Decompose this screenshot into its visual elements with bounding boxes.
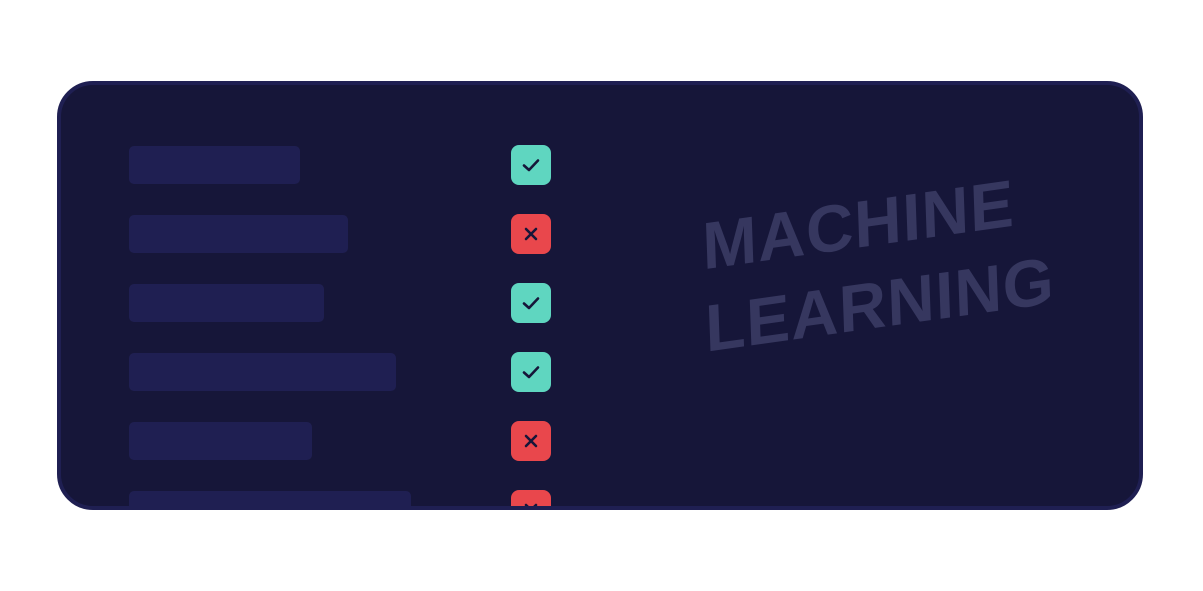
check-icon (521, 155, 541, 175)
check-icon (521, 293, 541, 313)
x-icon (521, 431, 541, 451)
fail-badge (511, 214, 551, 254)
placeholder-bar (129, 491, 411, 506)
pass-badge (511, 352, 551, 392)
list-item (61, 283, 1139, 323)
list-item (61, 490, 1139, 506)
list-item (61, 421, 1139, 461)
fail-badge (511, 490, 551, 506)
placeholder-bar (129, 146, 300, 184)
fail-badge (511, 421, 551, 461)
placeholder-bar (129, 422, 312, 460)
list-item (61, 145, 1139, 185)
pass-badge (511, 145, 551, 185)
placeholder-bar (129, 284, 324, 322)
x-icon (521, 500, 541, 506)
x-icon (521, 224, 541, 244)
placeholder-bar (129, 353, 396, 391)
list-item (61, 214, 1139, 254)
pass-badge (511, 283, 551, 323)
ml-card: MACHINE LEARNING (57, 81, 1143, 510)
placeholder-bar (129, 215, 348, 253)
list-item (61, 352, 1139, 392)
check-icon (521, 362, 541, 382)
